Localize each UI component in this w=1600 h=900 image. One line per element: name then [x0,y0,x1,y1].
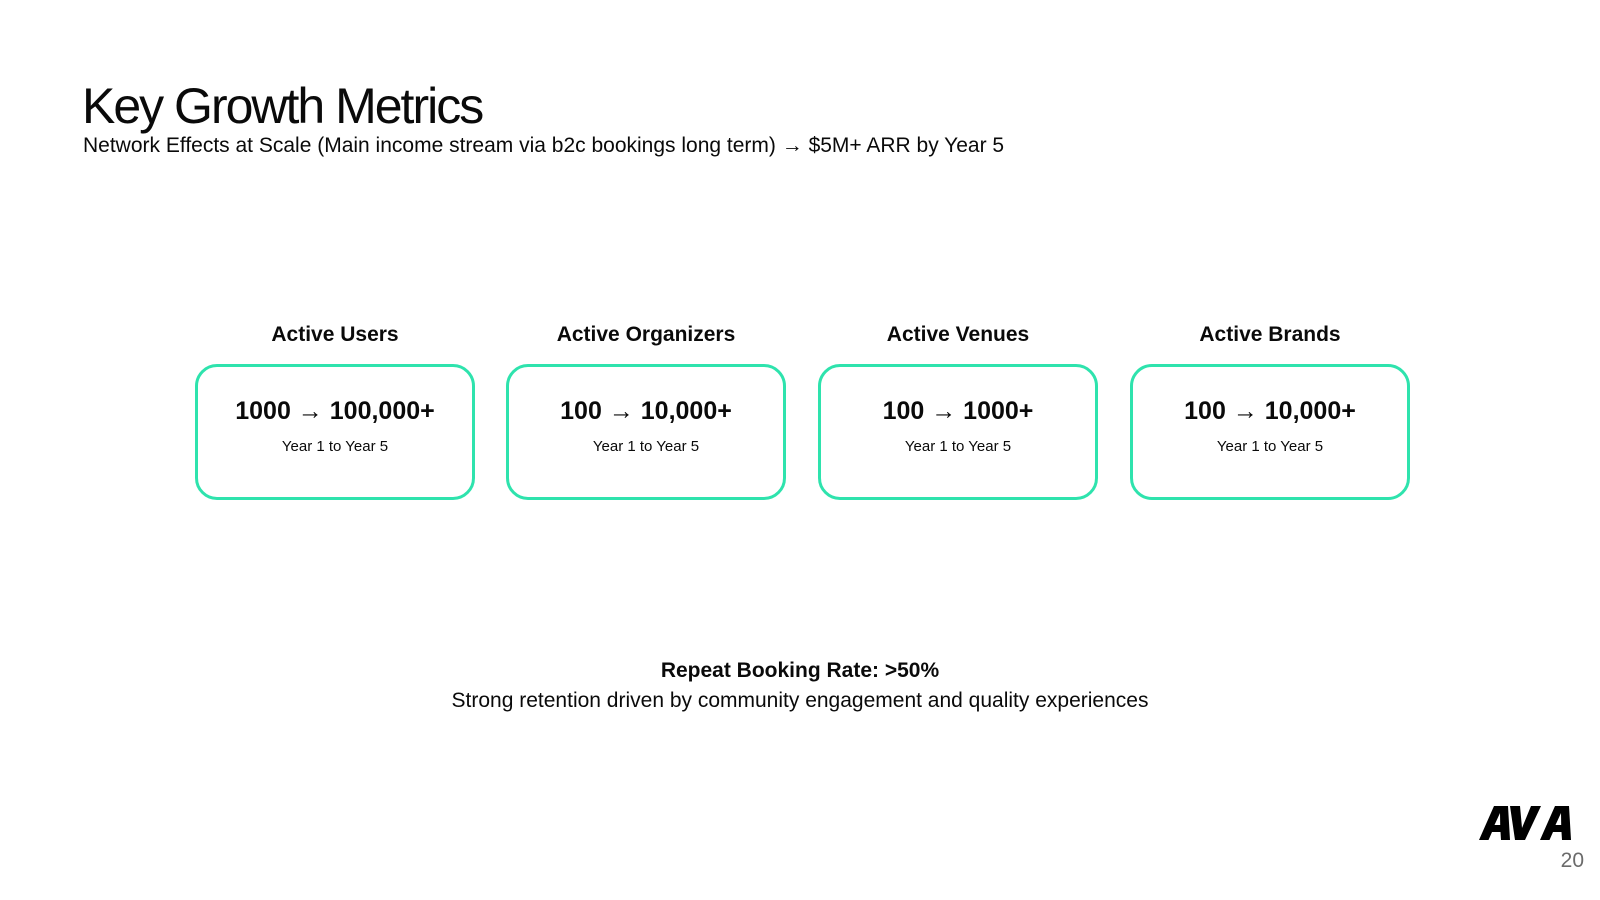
metric-card: 100 → 1000+ Year 1 to Year 5 [818,364,1098,500]
metric-value: 100 → 10,000+ [560,397,732,425]
slide-title: Key Growth Metrics [82,78,484,134]
metric-label: Active Organizers [556,323,736,346]
metric-card: 100 → 10,000+ Year 1 to Year 5 [506,364,786,500]
ava-logo [1479,806,1571,840]
page-number: 20 [1560,849,1584,872]
metric-value: 1000 → 100,000+ [235,397,435,425]
metric-card: 100 → 10,000+ Year 1 to Year 5 [1130,364,1410,500]
metric-value: 100 → 10,000+ [1184,397,1356,425]
metric-active-users: Active Users 1000 → 100,000+ Year 1 to Y… [195,318,475,500]
metric-range: Year 1 to Year 5 [1216,438,1324,455]
ava-logo-mark [1479,806,1571,840]
metric-label: Active Venues [886,323,1030,346]
metric-label: Active Brands [1199,323,1341,346]
metric-active-venues: Active Venues 100 → 1000+ Year 1 to Year… [818,318,1098,500]
metric-range: Year 1 to Year 5 [904,438,1012,455]
metric-range: Year 1 to Year 5 [281,438,389,455]
metric-card: 1000 → 100,000+ Year 1 to Year 5 [195,364,475,500]
metric-active-brands: Active Brands 100 → 10,000+ Year 1 to Ye… [1130,318,1410,500]
slide-subtitle: Network Effects at Scale (Main income st… [83,134,1005,157]
metric-value: 100 → 1000+ [882,397,1034,425]
repeat-booking-description: Strong retention driven by community eng… [451,689,1149,712]
repeat-booking-section: Repeat Booking Rate: >50% Strong retenti… [0,656,1600,716]
metric-label: Active Users [271,323,399,346]
metric-range: Year 1 to Year 5 [592,438,700,455]
metric-active-organizers: Active Organizers 100 → 10,000+ Year 1 t… [506,318,786,500]
repeat-booking-title: Repeat Booking Rate: >50% [660,659,940,682]
